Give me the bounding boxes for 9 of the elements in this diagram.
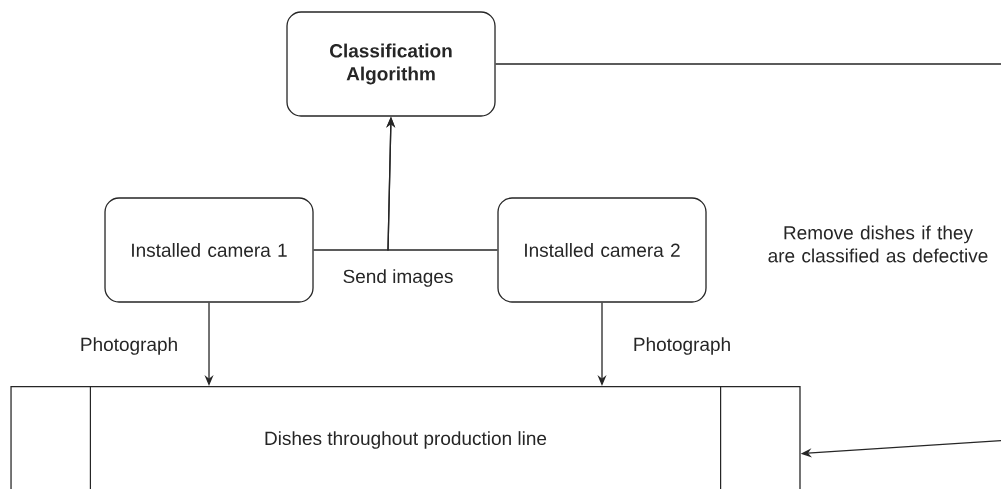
process-box: Installed camera 2: [497, 197, 707, 303]
predefined-process-box: Dishes throughout production line: [10, 386, 801, 489]
edge-label: Photograph: [631, 336, 733, 356]
edge-label: Send images: [341, 268, 455, 288]
process-box: Installed camera 1: [104, 197, 314, 303]
arrow: [495, 63, 1001, 458]
process-box: Classification Algorithm: [286, 11, 496, 117]
edge-label: Remove dishes if they are classified as defective: [762, 224, 994, 264]
edge-label: Photograph: [78, 336, 180, 356]
